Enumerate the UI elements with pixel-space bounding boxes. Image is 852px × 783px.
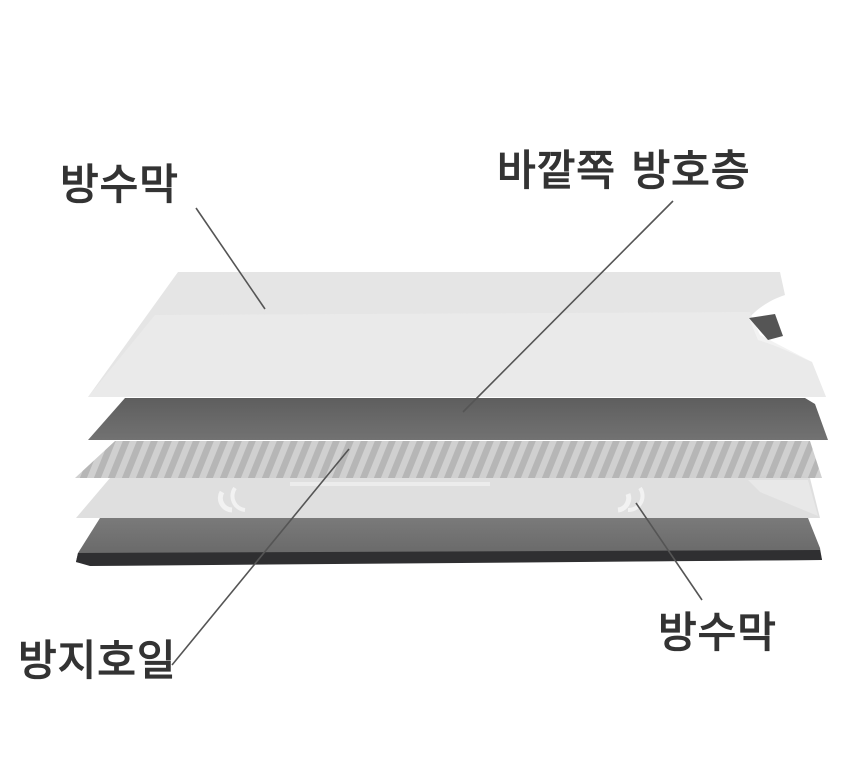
leader-line-top-left xyxy=(195,207,266,310)
label-waterproof-film-bottom: 방수막 xyxy=(658,608,777,657)
label-anti-magnetic-foil: 방지호일 xyxy=(18,636,177,685)
leader-line-top-right xyxy=(462,200,674,413)
anti-magnetic-foil xyxy=(75,441,822,478)
waterproof-film-top xyxy=(88,272,826,397)
label-waterproof-film-top: 방수막 xyxy=(60,160,179,209)
leader-line-bottom-right xyxy=(635,502,703,601)
label-outer-protective-layer: 바깥쪽 방호층 xyxy=(497,146,751,195)
leader-lines xyxy=(171,200,703,666)
outer-protective-layer xyxy=(88,398,828,440)
leader-line-bottom-left xyxy=(171,448,350,666)
base-layer xyxy=(76,518,822,566)
waterproof-film-bottom xyxy=(76,470,820,518)
